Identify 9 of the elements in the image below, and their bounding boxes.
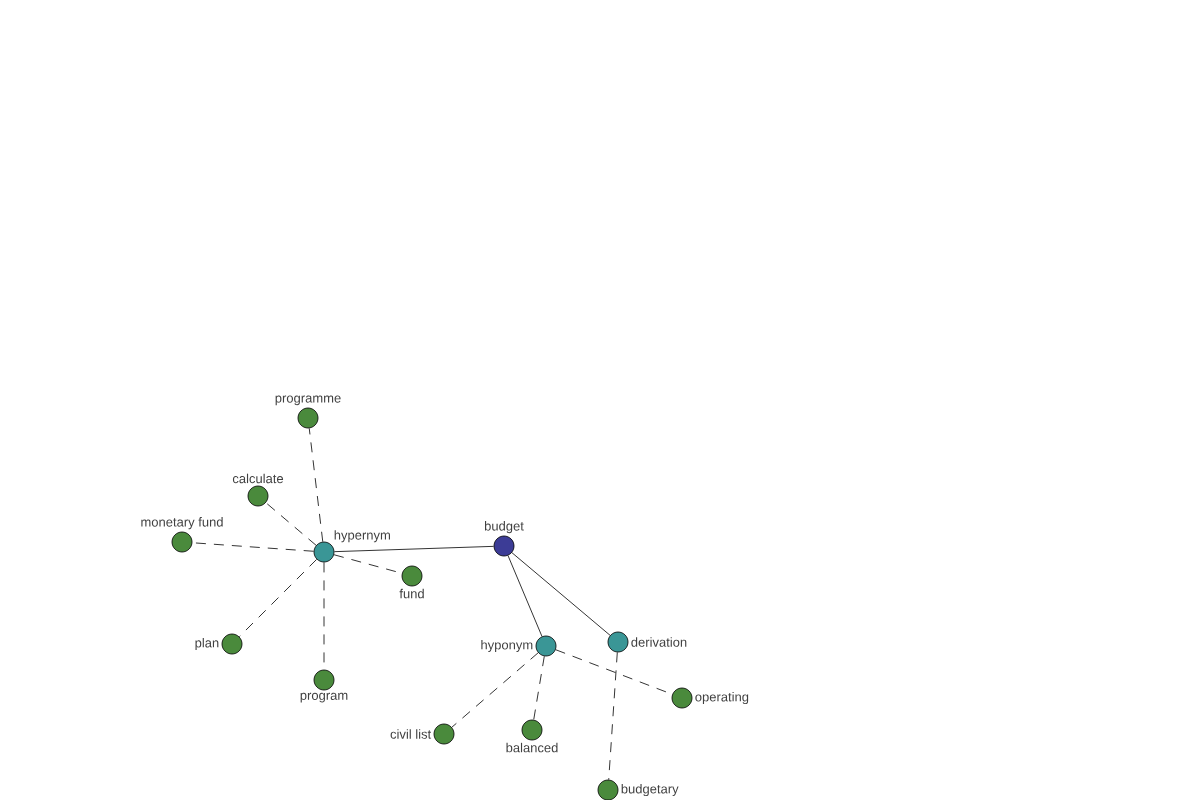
connector bbox=[451, 652, 539, 728]
connector bbox=[334, 545, 494, 553]
connector bbox=[238, 558, 318, 638]
connector bbox=[308, 427, 324, 543]
connector bbox=[511, 552, 611, 636]
connector bbox=[265, 502, 317, 546]
connector bbox=[507, 555, 543, 637]
connector bbox=[192, 542, 315, 552]
connector bbox=[533, 655, 545, 721]
